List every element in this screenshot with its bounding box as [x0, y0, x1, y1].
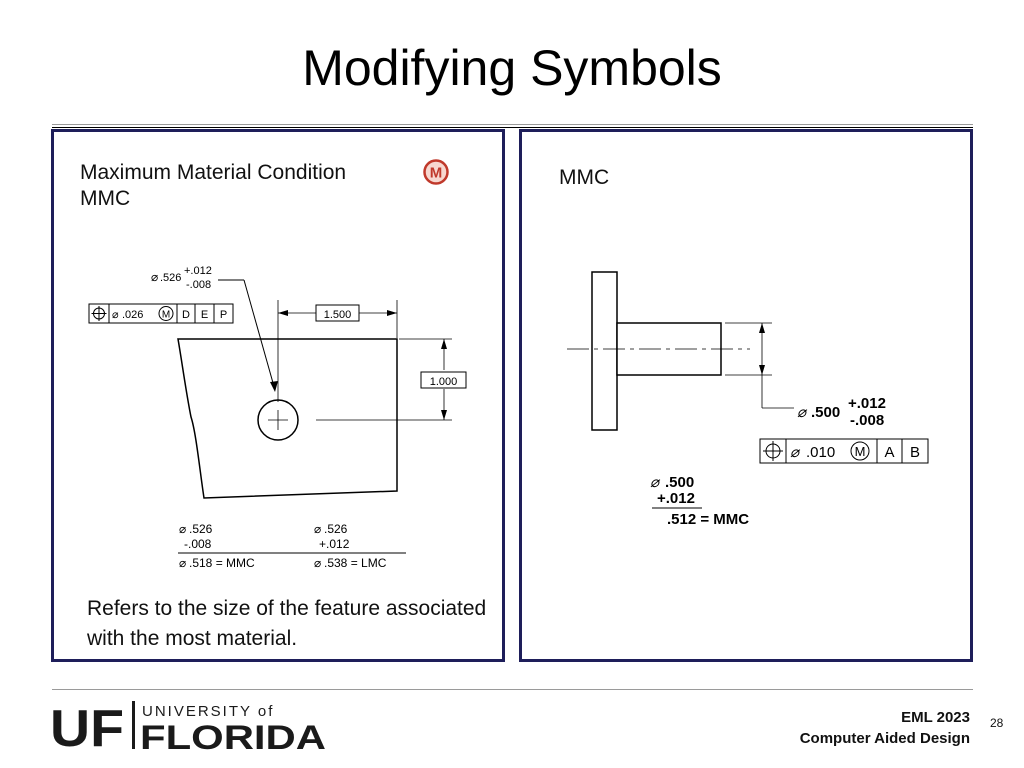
svg-text:⌀: ⌀ [314, 556, 321, 570]
fcf-tolerance: .010 [806, 444, 835, 461]
hole [257, 399, 299, 441]
logo-uf: UF [50, 700, 124, 751]
svg-text:⌀: ⌀ [314, 522, 321, 536]
uf-logo: UF UNIVERSITY of FLORIDA [50, 700, 326, 751]
footer-rule [52, 689, 973, 690]
basic-dim-box [315, 304, 360, 322]
svg-text:-.008: -.008 [184, 537, 212, 551]
mmc-symbol-letter: M [430, 165, 443, 182]
svg-text:.512 = MMC: .512 = MMC [667, 511, 749, 528]
svg-text:.526: .526 [189, 522, 213, 536]
course-code: EML 2023 [901, 709, 970, 726]
heading-line-1: Maximum Material Condition [80, 161, 347, 184]
mmc-modifier-icon [850, 441, 870, 461]
fcf-datum-d: D [182, 309, 190, 321]
fcf-tolerance: .026 [122, 309, 143, 321]
svg-text:⌀: ⌀ [650, 474, 661, 491]
callout-diameter: .500 [811, 404, 840, 421]
callout-minus-tolerance: -.008 [186, 279, 211, 291]
left-panel: Maximum Material Condition MMC M ⌀ .526 … [51, 129, 505, 662]
right-panel-heading: MMC [559, 166, 610, 189]
feature-control-frame: ⌀ .026 M D E P [88, 303, 234, 324]
mmc-calculation: ⌀ .526 -.008 ⌀ .518 = MMC [178, 522, 406, 570]
dim-horizontal: 1.500 [324, 309, 352, 321]
callout-minus-tolerance: -.008 [850, 412, 884, 429]
course-name: Computer Aided Design [799, 730, 970, 747]
svg-text:.500: .500 [665, 474, 694, 491]
fcf-datum-a: A [884, 444, 894, 461]
lmc-calculation: ⌀ .526 +.012 ⌀ .538 = LMC [314, 522, 387, 570]
mmc-definition-note: Refers to the size of the feature associ… [87, 597, 487, 650]
svg-text:⌀: ⌀ [179, 556, 186, 570]
fcf-modifier: M [162, 310, 170, 321]
fcf-datum-b: B [910, 444, 920, 461]
callout-plus-tolerance: +.012 [184, 265, 212, 277]
left-drawing: ⌀ .526 +.012 -.008 ⌀ .026 M D E P [88, 265, 467, 570]
header-rule-dark [52, 127, 973, 128]
part-outline [177, 338, 398, 499]
logo-university-of: UNIVERSITY of [142, 703, 274, 720]
svg-text:+.012: +.012 [319, 537, 350, 551]
heading-line-2: MMC [80, 187, 131, 210]
right-drawing: ⌀ .500 +.012 -.008 ⌀ .010 M A B ⌀ .500 +… [567, 271, 929, 528]
flange [591, 271, 618, 431]
logo-divider [132, 701, 135, 749]
page-number: 28 [990, 716, 1004, 730]
svg-text:⌀: ⌀ [797, 404, 808, 421]
svg-text:⌀: ⌀ [179, 522, 186, 536]
leader-arrowhead [270, 381, 278, 392]
left-panel-heading: Maximum Material Condition MMC [80, 160, 346, 212]
logo-florida: FLORIDA [140, 719, 326, 751]
header-rule [52, 124, 973, 125]
svg-text:+.012: +.012 [657, 490, 695, 507]
fcf-datum-p: P [220, 309, 227, 321]
fcf-datum-e: E [201, 309, 208, 321]
svg-text:.538 = LMC: .538 = LMC [324, 556, 387, 570]
svg-text:.526: .526 [324, 522, 348, 536]
feature-control-frame: ⌀ .010 M A B [759, 438, 929, 464]
mmc-symbol-icon: M [423, 159, 449, 185]
svg-text:⌀: ⌀ [112, 309, 119, 321]
slide-title: Modifying Symbols [302, 40, 722, 96]
fcf-modifier: M [855, 444, 866, 459]
svg-text:⌀: ⌀ [790, 444, 801, 461]
dim-vertical: 1.000 [430, 376, 458, 388]
basic-dim-box [420, 371, 467, 389]
callout-leader [243, 279, 276, 391]
mmc-modifier-icon [158, 306, 174, 321]
callout-plus-tolerance: +.012 [848, 395, 886, 412]
callout-diameter-symbol: ⌀ [151, 270, 158, 284]
callout-diameter: .526 [160, 272, 181, 284]
mmc-calculation: ⌀ .500 +.012 .512 = MMC [650, 474, 749, 528]
course-info: EML 2023 Computer Aided Design [800, 707, 970, 749]
right-panel: MMC ⌀ .500 +.012 -.008 ⌀ .010 [519, 129, 973, 662]
svg-text:.518 = MMC: .518 = MMC [189, 556, 255, 570]
